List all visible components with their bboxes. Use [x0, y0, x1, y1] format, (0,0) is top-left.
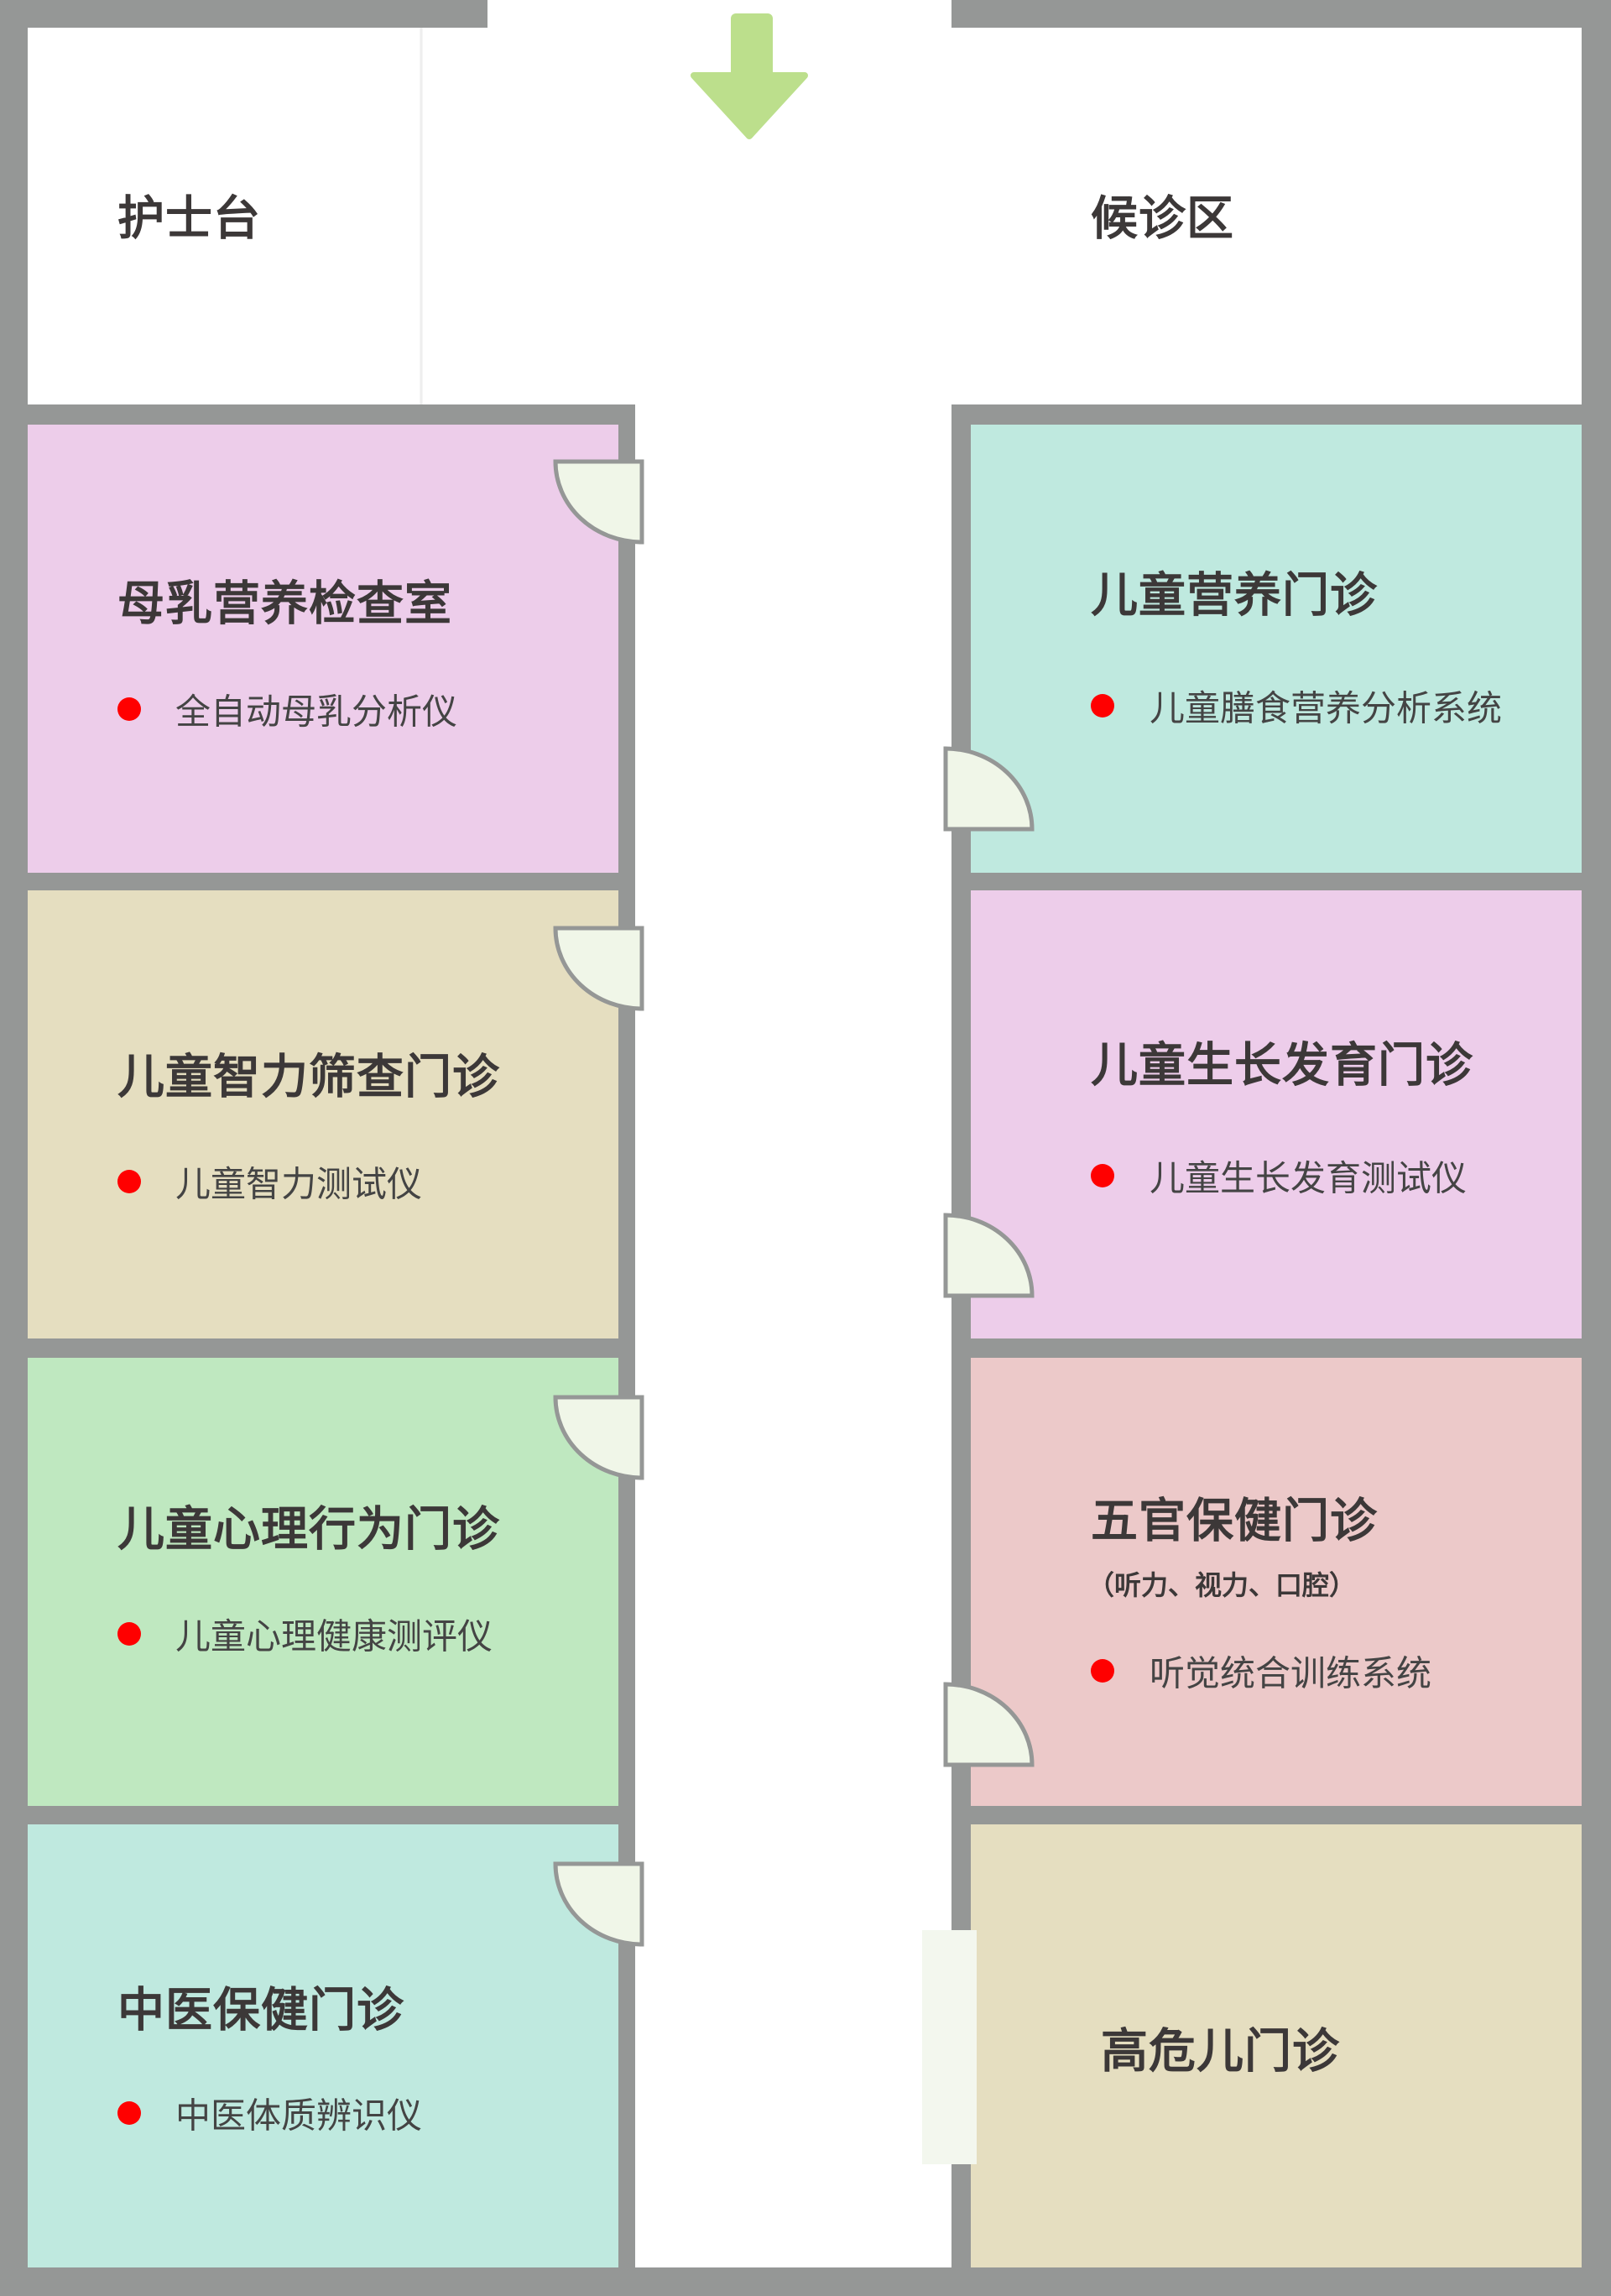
- sliding-door-icon[interactable]: [922, 1930, 977, 2164]
- room-left-3: [28, 1358, 618, 1806]
- room-left-4: [28, 1824, 618, 2267]
- room-subtitle: （听力、视力、口腔）: [1087, 1569, 1357, 1601]
- room-right-1: [971, 425, 1582, 873]
- nurse-station-label: 护士台: [117, 191, 261, 247]
- room-title: 儿童心理行为门诊: [117, 1502, 500, 1558]
- door-icon[interactable]: [553, 459, 644, 545]
- bullet-icon: [117, 2101, 141, 2125]
- room-title: 中医保健门诊: [117, 1983, 404, 2038]
- door-icon[interactable]: [553, 1395, 644, 1480]
- room-title: 高危儿门诊: [1101, 2024, 1340, 2079]
- entrance-arrow-icon: [691, 13, 808, 139]
- room-title: 儿童生长发育门诊: [1091, 1038, 1473, 1093]
- room-left-1: [28, 425, 618, 873]
- equipment-item: 儿童智力测试仪: [175, 1163, 423, 1205]
- room-right-4: [971, 1824, 1582, 2267]
- wall: [951, 0, 1611, 28]
- door-icon[interactable]: [943, 1682, 1035, 1767]
- room-title: 儿童智力筛查门诊: [117, 1050, 500, 1105]
- bullet-icon: [117, 697, 141, 721]
- equipment-item: 全自动母乳分析仪: [175, 691, 458, 733]
- equipment-item: 中医体质辨识仪: [175, 2095, 423, 2137]
- equipment-item: 儿童生长发育测试仪: [1150, 1157, 1468, 1199]
- bullet-icon: [117, 1622, 141, 1646]
- bullet-icon: [1091, 1659, 1114, 1683]
- equipment-item: 儿童膳食营养分析系统: [1150, 687, 1503, 729]
- door-icon[interactable]: [943, 1213, 1035, 1298]
- room-right-2: [971, 890, 1582, 1338]
- bullet-icon: [1091, 1164, 1114, 1187]
- equipment-item: 儿童心理健康测评仪: [175, 1615, 493, 1657]
- bullet-icon: [117, 1170, 141, 1193]
- room-title: 五官保健门诊: [1091, 1494, 1378, 1549]
- door-icon[interactable]: [553, 1861, 644, 1947]
- bullet-icon: [1091, 694, 1114, 718]
- room-title: 儿童营养门诊: [1091, 568, 1378, 624]
- room-right-3: [971, 1358, 1582, 1806]
- door-icon[interactable]: [553, 926, 644, 1011]
- waiting-area-label: 候诊区: [1091, 191, 1234, 247]
- room-title: 母乳营养检查室: [117, 577, 452, 632]
- equipment-item: 听觉统合训练系统: [1150, 1652, 1432, 1694]
- wall: [0, 0, 487, 28]
- room-left-2: [28, 890, 618, 1338]
- door-icon[interactable]: [943, 746, 1035, 832]
